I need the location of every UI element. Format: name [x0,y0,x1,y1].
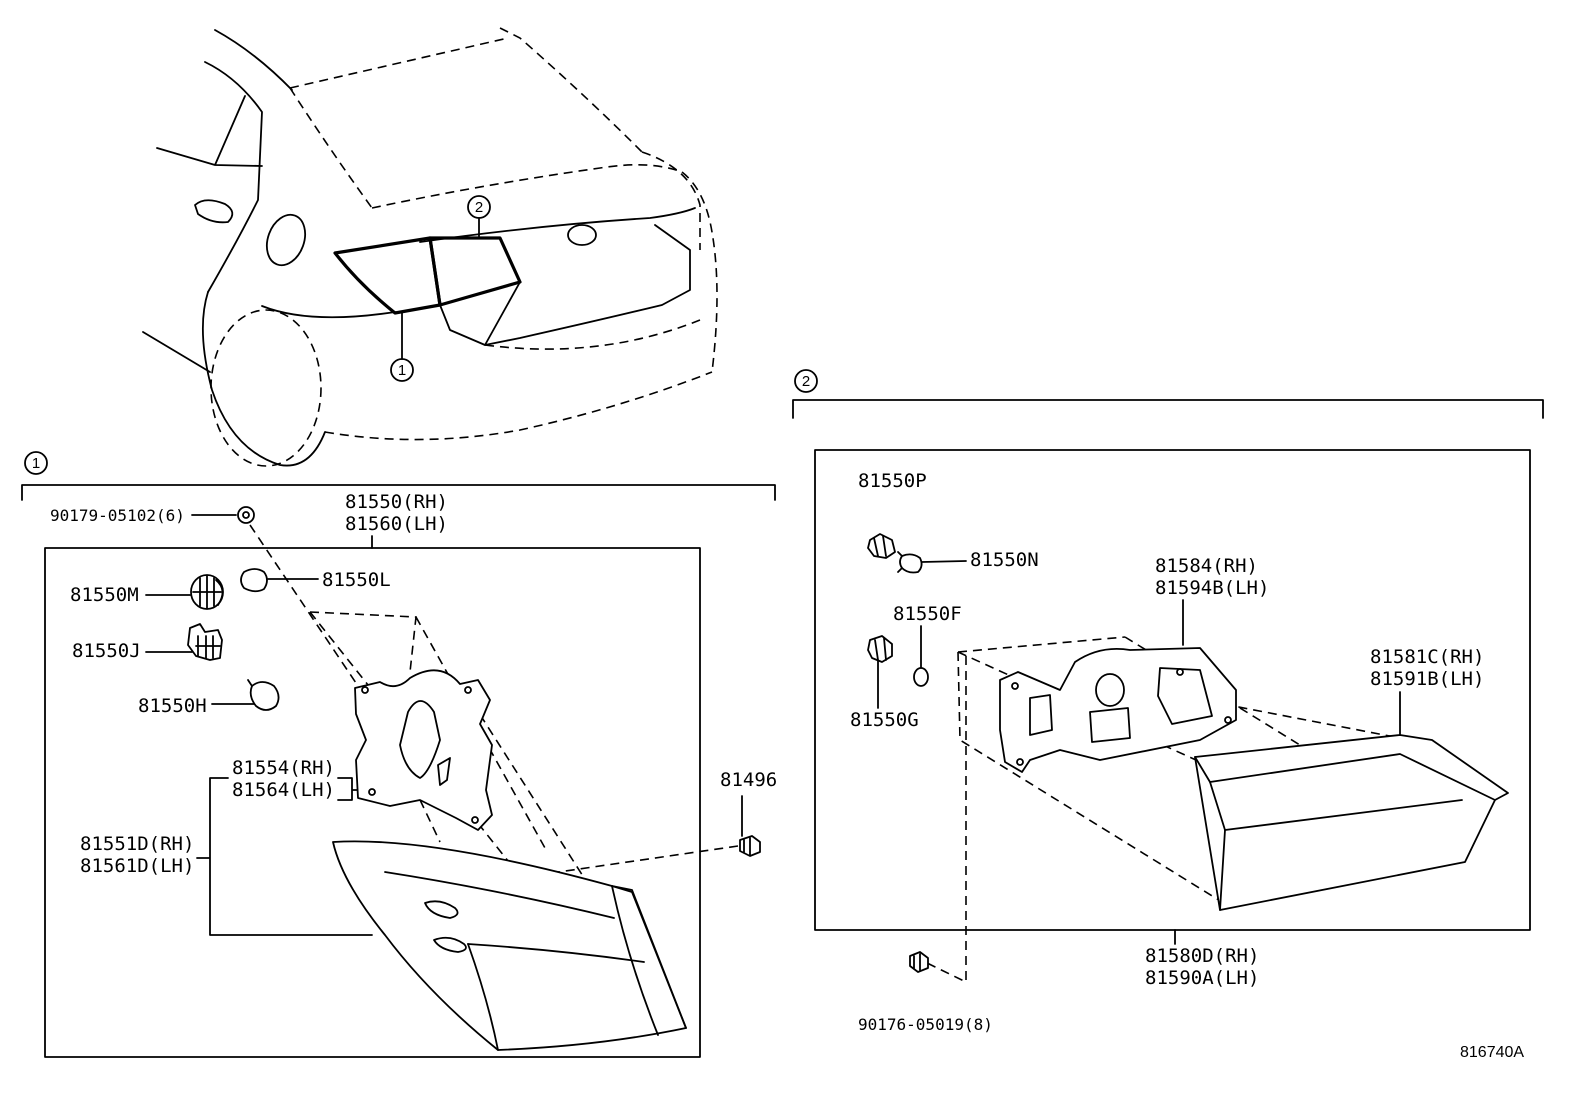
socket-p-icon[interactable] [867,533,896,559]
group-1: 1 90179-05102(6) 81550(RH) 81560(LH) 815… [21,451,777,1058]
lens-lh-label[interactable]: 81561D(LH) [80,855,194,877]
assembly-rh-label[interactable]: 81550(RH) [345,491,448,513]
body-lower-left [261,305,396,319]
bolt-label[interactable]: 90176-05019(8) [858,1015,993,1034]
group-2-marker-circle [794,369,818,393]
group-1-marker: 1 [32,455,40,472]
screw-label[interactable]: 81496 [720,769,777,791]
gasket-rh-label-2[interactable]: 81584(RH) [1155,555,1258,577]
group-2-bracket [792,399,1544,419]
socket-m-label[interactable]: 81550M [70,584,139,606]
bumper-upper [484,319,701,350]
inner-lamp-lens[interactable] [1194,734,1509,911]
assembly-line-a [309,611,417,673]
assembly-line-d [471,701,589,885]
right-quarter [681,171,718,373]
assembly-line-nut [249,524,359,687]
fuel-door-icon [265,213,307,267]
bulb-l-label[interactable]: 81550L [322,569,391,591]
outer-lamp-lens[interactable] [332,840,687,1051]
nut-label[interactable]: 90179-05102(6) [50,506,185,525]
inner-gasket-icon[interactable] [999,647,1237,773]
socket-g-label[interactable]: 81550G [850,709,919,731]
trunk-lid-edge [371,164,683,209]
assembly-line-f [957,636,1126,653]
group-1-bracket [21,484,776,501]
side-window [156,95,263,167]
socket-m-icon[interactable] [190,574,224,610]
callout-2-circle [467,195,491,219]
side-sill [142,331,211,373]
lens-lh-label-2[interactable]: 81591B(LH) [1370,668,1484,690]
group-2-box [814,449,1531,931]
group-2: 2 81550P 81550N 81550F 81550G 81584(RH) … [792,369,1544,1034]
bulb-f-label[interactable]: 81550F [893,603,962,625]
nut-icon[interactable] [237,506,255,524]
bulb-h-label[interactable]: 81550H [138,695,207,717]
bulb-n-label[interactable]: 81550N [970,549,1039,571]
trunk-lid-face [641,151,701,250]
door-handle-icon [194,199,234,224]
rear-window-top [289,37,509,89]
socket-j-label[interactable]: 81550J [72,640,141,662]
gasket-rh-label[interactable]: 81554(RH) [232,757,335,779]
socket-j-icon[interactable] [187,623,223,661]
assembly-lh-label-2[interactable]: 81590A(LH) [1145,967,1259,989]
lens-bracket [196,777,373,936]
bulb-n-leader [921,560,967,563]
tire-icon [210,309,322,467]
rear-window-right [499,27,643,153]
outer-taillight [333,236,442,315]
assembly-line-j [1149,689,1401,739]
figure-code: 816740A [1460,1044,1524,1061]
assembly-lh-label[interactable]: 81560(LH) [345,513,448,535]
callout-1-circle [390,358,414,382]
callout-2-label: 2 [475,199,483,216]
assembly-line-g [957,651,1223,903]
lens-rh-label-2[interactable]: 81581C(RH) [1370,646,1484,668]
rear-window-left [289,87,373,209]
bulb-h-icon[interactable] [247,679,280,711]
gasket-lh-label[interactable]: 81564(LH) [232,779,335,801]
callout-1-label: 1 [398,362,406,379]
roof-edge [214,29,293,91]
assembly-rh-label-2[interactable]: 81580D(RH) [1145,945,1259,967]
license-area [439,281,521,346]
group-1-marker-circle [24,451,48,475]
emblem-icon [567,224,597,246]
gasket-lh-label-2[interactable]: 81594B(LH) [1155,577,1269,599]
c-pillar [204,61,263,293]
vehicle-rear-view: 2 1 [142,27,718,467]
bolt-icon[interactable] [909,951,929,973]
socket-g-icon[interactable] [867,635,893,663]
bulb-n-icon[interactable] [897,551,923,574]
group-2-marker: 2 [802,373,810,390]
gasket-icon[interactable] [354,669,493,831]
socket-p-label[interactable]: 81550P [858,470,927,492]
wheel-arch [201,291,326,467]
bulb-l-icon[interactable] [240,568,268,593]
assembly-line-bolt [924,656,967,984]
bumper-line [324,371,713,441]
right-lamp-outline [484,224,691,346]
inner-taillight [428,236,522,307]
lens-rh-label[interactable]: 81551D(RH) [80,833,194,855]
screw-icon[interactable] [739,835,761,857]
bulb-f-icon[interactable] [913,667,929,687]
trunk-lid-lower [419,207,696,243]
